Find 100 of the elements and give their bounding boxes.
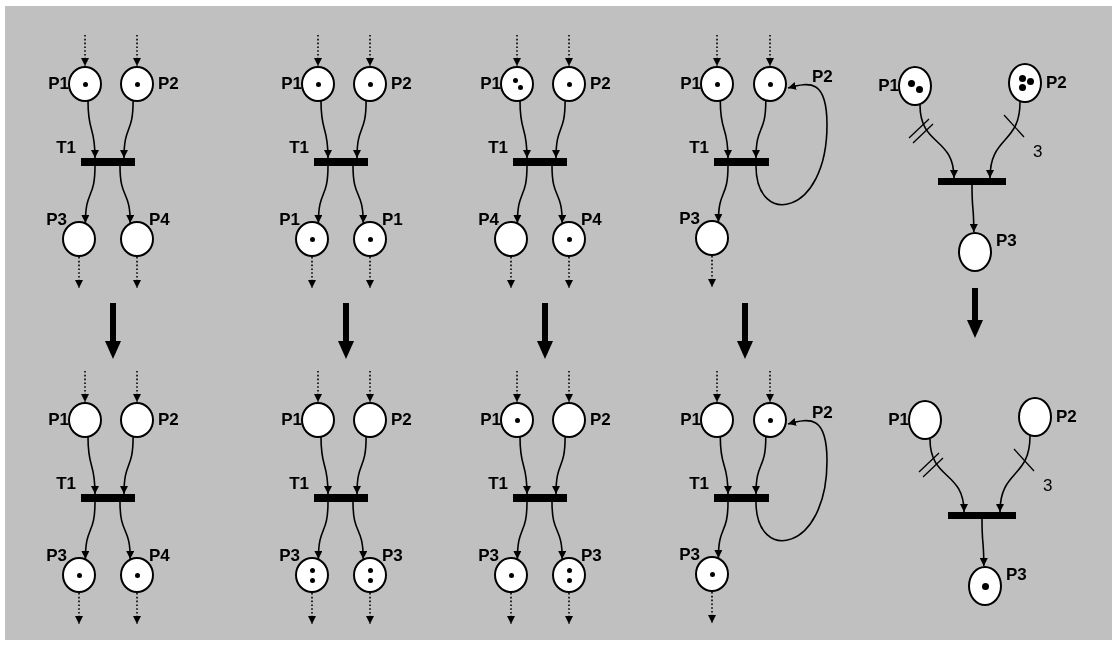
place-label: P2 — [812, 68, 833, 86]
place-label: P4 — [149, 547, 170, 565]
transition-label: T1 — [289, 139, 309, 157]
dotted-arrow — [565, 34, 573, 67]
edge-label: 3 — [1043, 477, 1053, 495]
dotted-arrow — [708, 591, 716, 624]
dotted-arrow — [513, 34, 521, 67]
transition-label: T1 — [488, 475, 508, 493]
place-label: P3 — [679, 546, 700, 564]
dotted-arrow — [75, 256, 83, 289]
arc-arrow — [519, 436, 531, 495]
place-label: P1 — [878, 77, 899, 95]
arc-arrow — [314, 165, 329, 224]
arc-arrow — [719, 100, 732, 159]
place-label: P1 — [888, 411, 909, 429]
place-label: P1 — [281, 75, 302, 93]
dotted-arrow — [366, 256, 374, 289]
arc-arrow — [714, 501, 729, 559]
arc-arrow — [120, 436, 134, 495]
dotted-arrow — [81, 34, 89, 67]
dotted-arrow — [75, 592, 83, 625]
place-label: P3 — [382, 547, 403, 565]
place-label: P3 — [581, 547, 602, 565]
transition-label: T1 — [689, 139, 709, 157]
arc-arrow — [513, 165, 528, 224]
dotted-arrow — [507, 592, 515, 625]
place-label: P1 — [281, 411, 302, 429]
place-label: P3 — [679, 210, 700, 228]
place-label: P1 — [382, 211, 403, 229]
dotted-arrow — [766, 34, 774, 67]
arc-arrow — [320, 436, 332, 495]
transition-bar — [938, 178, 1006, 185]
place-label: P3 — [478, 547, 499, 565]
arc-arrow — [320, 100, 332, 159]
place-label: P1 — [680, 411, 701, 429]
dotted-arrow — [513, 370, 521, 403]
arc-arrow — [979, 518, 988, 567]
dotted-arrow — [366, 34, 374, 67]
place-label: P1 — [480, 75, 501, 93]
arc-arrow — [552, 436, 566, 495]
dotted-arrow — [713, 34, 721, 67]
place-label: P3 — [46, 211, 67, 229]
arc-arrow — [551, 165, 566, 224]
place-label: P1 — [279, 211, 300, 229]
arc-arrow — [929, 438, 968, 513]
arc-arrow — [120, 100, 134, 159]
place-label: P1 — [48, 411, 69, 429]
arc-arrow — [969, 184, 978, 233]
dotted-arrow — [565, 370, 573, 403]
dotted-arrow — [308, 256, 316, 289]
place-label: P4 — [478, 211, 499, 229]
arc-arrow — [755, 82, 828, 206]
dotted-arrow — [314, 370, 322, 403]
arc-arrow — [87, 100, 99, 159]
place-label: P1 — [480, 411, 501, 429]
arc-arrow — [87, 436, 99, 495]
place-label: P3 — [279, 547, 300, 565]
dotted-arrow — [708, 255, 716, 288]
place-label: P2 — [158, 75, 179, 93]
arc-arrow — [119, 165, 134, 224]
arc-arrow — [352, 501, 367, 560]
dotted-arrow — [366, 592, 374, 625]
dotted-arrow — [81, 370, 89, 403]
place-label: P3 — [996, 232, 1017, 250]
arc-arrow — [714, 165, 729, 223]
place-label: P4 — [149, 211, 170, 229]
arc-arrow — [81, 501, 96, 560]
place-label: P2 — [391, 75, 412, 93]
dotted-arrow — [133, 370, 141, 403]
place-label: P2 — [590, 411, 611, 429]
arc-arrow — [551, 501, 566, 560]
place-label: P2 — [1046, 74, 1067, 92]
arc-arrow — [513, 501, 528, 560]
dotted-arrow — [366, 370, 374, 403]
place-label: P2 — [391, 411, 412, 429]
dotted-arrow — [565, 256, 573, 289]
transition-bar — [948, 512, 1016, 519]
dotted-arrow — [308, 592, 316, 625]
place-label: P1 — [680, 75, 701, 93]
arc-arrow — [119, 501, 134, 560]
place-label: P3 — [46, 547, 67, 565]
transition-label: T1 — [289, 475, 309, 493]
dotted-arrow — [766, 370, 774, 403]
dotted-arrow — [565, 592, 573, 625]
dotted-arrow — [713, 370, 721, 403]
dotted-arrow — [507, 256, 515, 289]
arc-arrow — [919, 104, 958, 179]
arc-arrow — [314, 501, 329, 560]
arc-arrow — [996, 435, 1031, 513]
place-label: P2 — [812, 404, 833, 422]
arc-arrow — [519, 100, 531, 159]
arc-arrow — [755, 418, 828, 542]
transition-label: T1 — [689, 475, 709, 493]
place-label: P2 — [158, 411, 179, 429]
transition-label: T1 — [56, 475, 76, 493]
dotted-arrow — [314, 34, 322, 67]
arc-arrow — [81, 165, 96, 224]
place-label: P4 — [581, 211, 602, 229]
arc-arrow — [752, 100, 767, 159]
transition-label: T1 — [56, 139, 76, 157]
